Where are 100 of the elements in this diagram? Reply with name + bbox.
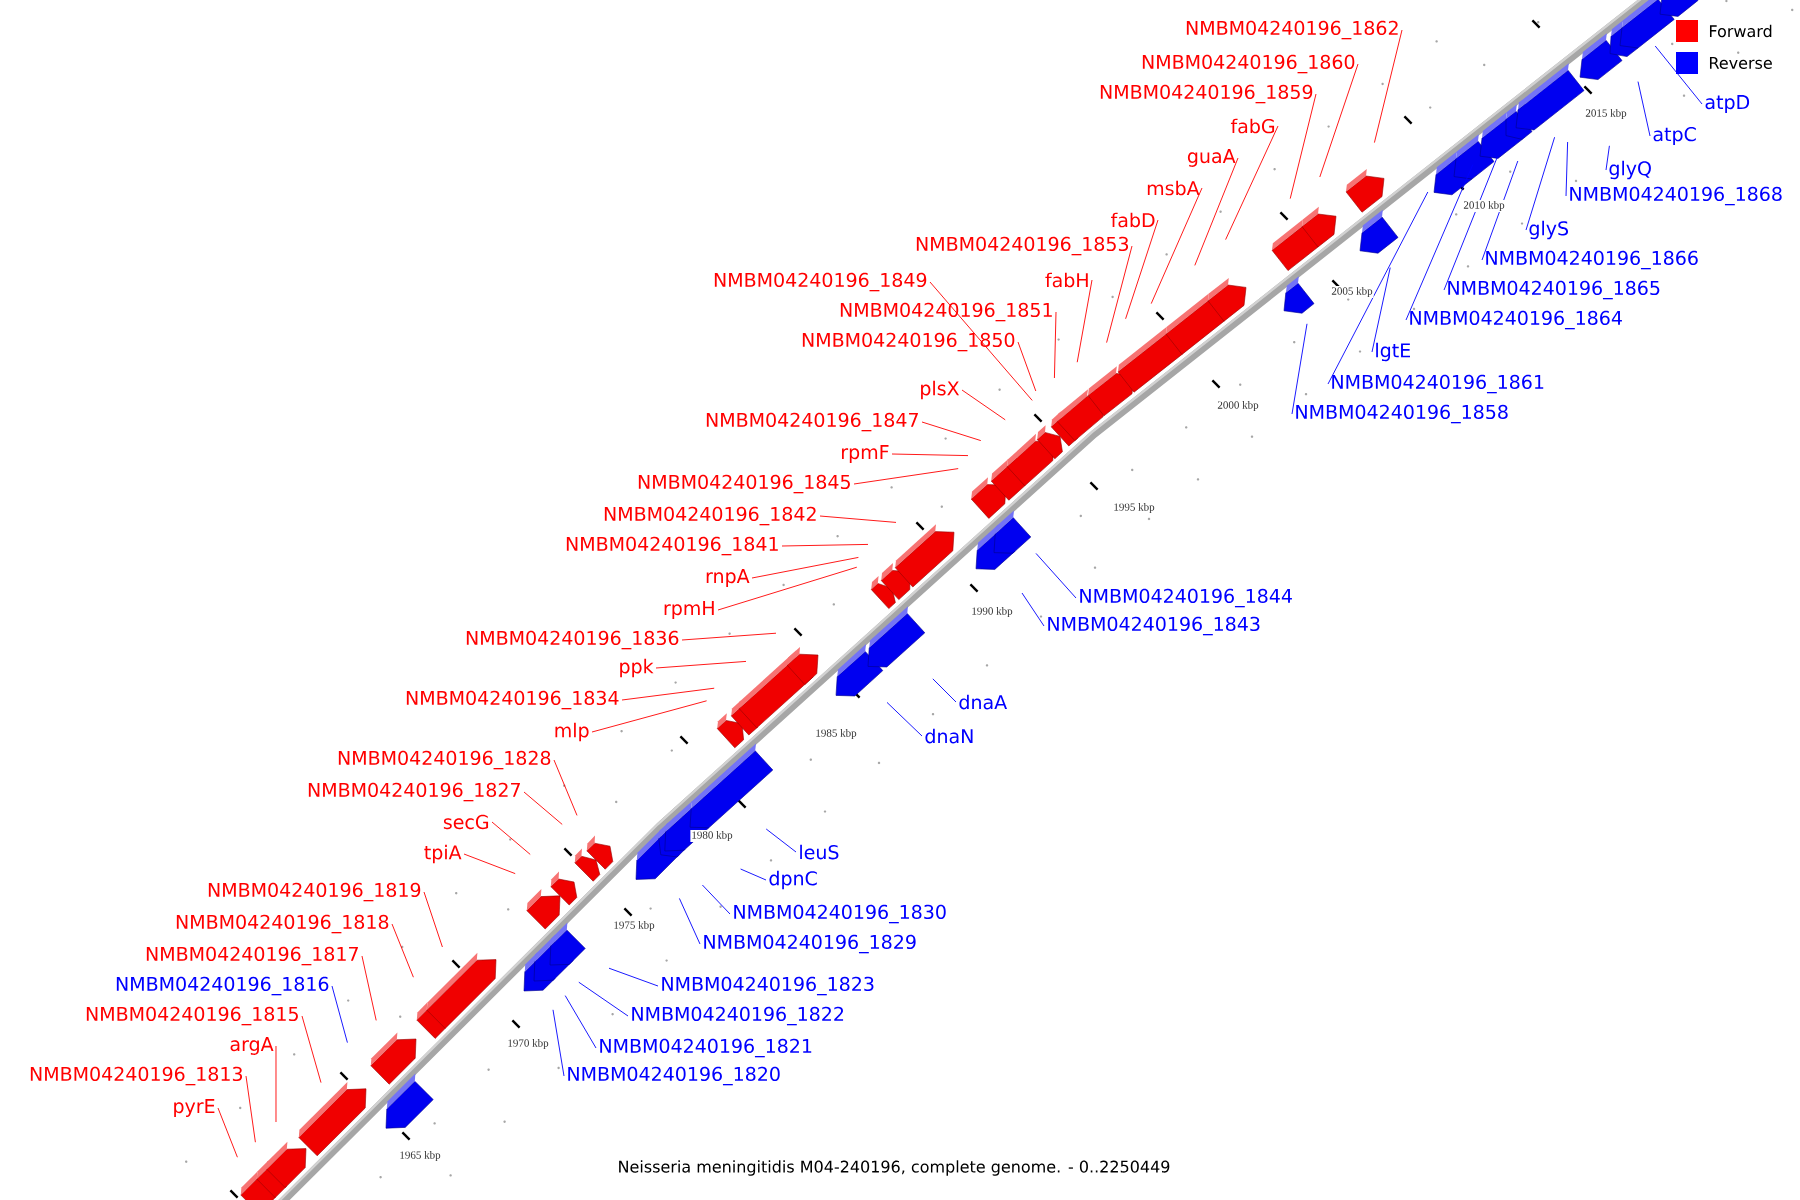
leader-line	[655, 660, 747, 669]
gene-label: NMBM04240196_1820	[568, 1066, 780, 1086]
gene-label: NMBM04240196_1828	[338, 750, 551, 770]
gene-label: NMBM04240196_1858	[1296, 404, 1508, 424]
gene-label: dpnC	[769, 870, 817, 890]
leader-line	[961, 389, 1006, 421]
gene-label: NMBM04240196_1861	[1332, 374, 1544, 394]
leader-line	[1565, 141, 1569, 197]
gene-label: NMBM04240196_1862	[1186, 20, 1398, 40]
leader-line	[361, 955, 377, 1021]
leader-line	[1373, 29, 1403, 144]
leader-line	[1443, 156, 1498, 291]
leader-line	[301, 1015, 322, 1084]
gene-label: glyS	[1529, 220, 1568, 240]
gene-label: rpmH	[664, 601, 714, 619]
gene-label: plsX	[921, 380, 959, 400]
leader-line	[717, 566, 858, 611]
gene-label: NMBM04240196_1847	[706, 412, 918, 432]
legend-label: Forward	[1710, 24, 1772, 38]
gene-label: fabD	[1111, 212, 1155, 228]
gene-label: NMBM04240196_1815	[86, 1006, 298, 1026]
gene-label: fabG	[1230, 118, 1275, 134]
leader-line	[1194, 157, 1239, 266]
gene-label: NMBM04240196_1813	[30, 1066, 243, 1086]
gene-label: fabH	[1045, 272, 1088, 288]
leader-line	[681, 632, 777, 641]
leader-line	[886, 701, 923, 737]
gene-label: rpmF	[842, 445, 889, 463]
gene-label: NMBM04240196_1868	[1570, 186, 1782, 206]
gene-label: msbA	[1147, 180, 1200, 196]
gene-label: NMBM04240196_1817	[146, 946, 358, 966]
gene-label: atpC	[1653, 126, 1696, 146]
leader-line	[564, 995, 597, 1049]
leader-line	[1371, 267, 1391, 353]
gene-label: NMBM04240196_1859	[1100, 84, 1313, 104]
leader-line	[1106, 245, 1133, 344]
gene-label: NMBM04240196_1836	[466, 630, 679, 650]
leader-line	[578, 981, 629, 1017]
leader-line	[391, 923, 414, 978]
leader-line	[740, 868, 767, 881]
gene-label: tpiA	[424, 844, 462, 864]
leader-line	[523, 791, 563, 825]
leader-line	[853, 468, 959, 485]
caption: Neisseria meningitidis M04-240196, complete genome. - 0..2250449	[619, 1160, 1170, 1176]
leader-line	[921, 421, 982, 442]
gene-label: dnaA	[959, 694, 1008, 710]
leader-line	[819, 515, 897, 523]
leader-line	[1289, 93, 1317, 200]
gene-label: mlp	[555, 722, 589, 742]
leader-line	[217, 1107, 238, 1158]
leader-line	[553, 759, 578, 816]
gene-label: NMBM04240196_1843	[1048, 616, 1260, 636]
leader-line	[1150, 187, 1203, 305]
leader-line	[701, 884, 731, 915]
leader-line	[929, 281, 1033, 401]
leader-line	[331, 985, 348, 1044]
leader-line	[1605, 145, 1610, 171]
leader-line	[1225, 125, 1279, 241]
gene-label: NMBM04240196_1865	[1448, 280, 1660, 300]
gene-label: ppk	[620, 658, 654, 678]
gene-label: NMBM04240196_1860	[1142, 54, 1355, 74]
leader-line	[1053, 311, 1057, 379]
gene-label: NMBM04240196_1841	[566, 536, 778, 556]
gene-label: NMBM04240196_1866	[1486, 250, 1698, 270]
leader-line	[1654, 45, 1703, 105]
leader-line	[463, 853, 516, 875]
gene-label: rnpA	[706, 569, 750, 587]
gene-label: NMBM04240196_1827	[308, 782, 520, 802]
gene-label: NMBM04240196_1849	[714, 272, 927, 292]
leader-line	[552, 1009, 565, 1077]
gene-label: argA	[230, 1037, 274, 1055]
leader-line	[765, 828, 797, 853]
gene-label: NMBM04240196_1829	[704, 934, 916, 954]
leader-line	[1021, 592, 1045, 627]
legend-label: Reverse	[1710, 57, 1772, 69]
leader-line	[1637, 81, 1651, 137]
leader-line	[491, 821, 531, 855]
gene-label: glyQ	[1609, 160, 1651, 180]
leader-line	[1327, 191, 1429, 385]
leader-line	[678, 897, 701, 945]
leader-line	[1291, 323, 1308, 415]
gene-label: NMBM04240196_1851	[840, 302, 1052, 322]
leader-line	[1319, 63, 1359, 178]
gene-label: NMBM04240196_1821	[600, 1038, 812, 1058]
leader-line	[621, 687, 715, 701]
gene-label: secG	[443, 814, 489, 830]
gene-label: NMBM04240196_1850	[802, 332, 1015, 352]
leader-line	[1125, 219, 1159, 320]
gene-label: NMBM04240196_1816	[116, 976, 329, 996]
leader-line	[275, 1045, 277, 1123]
leader-line	[1405, 164, 1474, 321]
leader-line	[781, 543, 869, 547]
gene-label: NMBM04240196_1823	[662, 976, 874, 996]
gene-label: NMBM04240196_1842	[604, 506, 816, 526]
gene-label: NMBM04240196_1830	[734, 904, 946, 924]
leader-line	[1076, 279, 1093, 363]
gene-label: NMBM04240196_1819	[208, 882, 421, 902]
leader-line	[1017, 341, 1037, 392]
gene-label: NMBM04240196_1853	[916, 236, 1129, 256]
gene-label: NMBM04240196_1822	[632, 1006, 844, 1026]
